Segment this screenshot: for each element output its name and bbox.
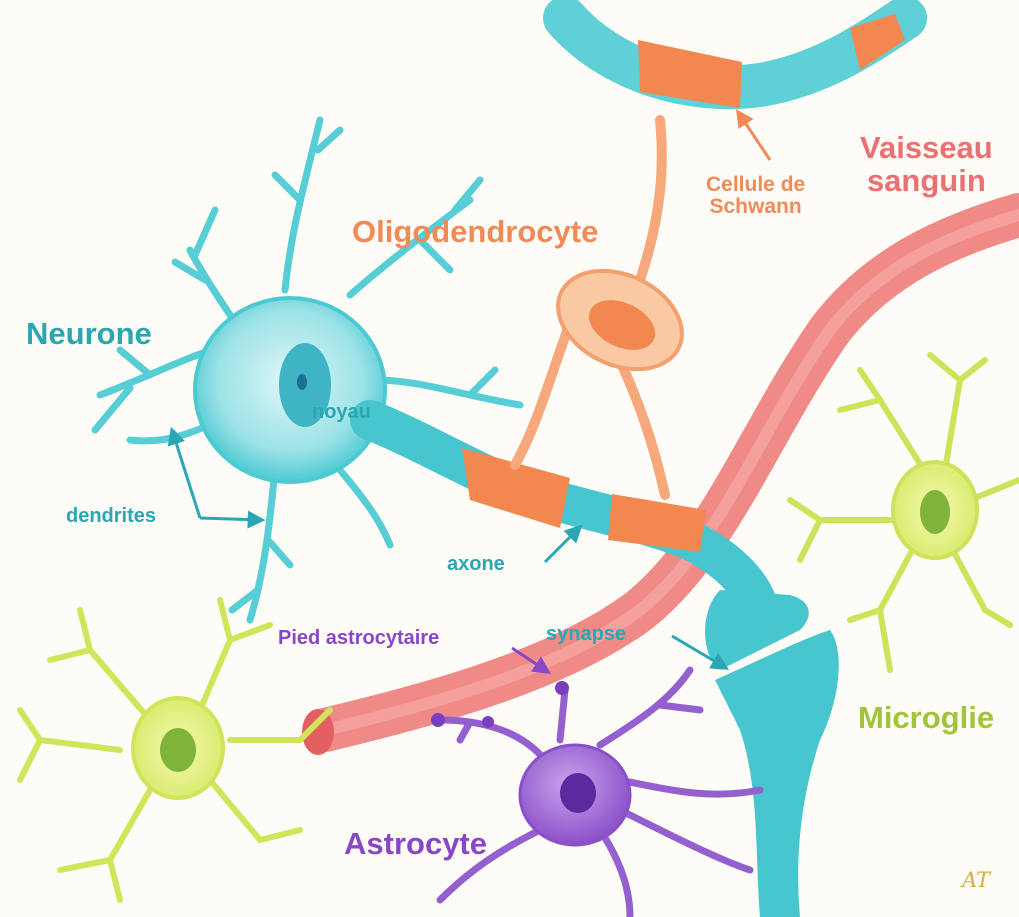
microglia-left-nucleus — [160, 728, 196, 772]
astrocyte-nucleus — [560, 773, 596, 813]
label-vaisseau-line1: Vaisseau — [860, 132, 993, 165]
microglia-right-nucleus — [920, 490, 950, 534]
upper-axon — [565, 14, 905, 108]
label-cellule-de-schwann: Cellule de Schwann — [706, 174, 805, 218]
label-astrocyte: Astrocyte — [344, 828, 487, 861]
postsynaptic-neuron — [715, 630, 839, 917]
label-dendrites: dendrites — [66, 506, 156, 527]
label-oligodendrocyte: Oligodendrocyte — [352, 216, 598, 249]
myelin-segment-2 — [608, 494, 706, 552]
label-microglie: Microglie — [858, 702, 994, 735]
artist-signature: AT — [962, 868, 990, 892]
label-axone: axone — [447, 554, 505, 575]
label-vaisseau-sanguin: Vaisseau sanguin — [860, 132, 993, 197]
label-vaisseau-line2: sanguin — [860, 165, 993, 198]
microglia-cell-right — [790, 355, 1019, 670]
label-schwann-line2: Schwann — [706, 196, 805, 218]
label-pied-astrocytaire: Pied astrocytaire — [278, 628, 439, 649]
label-synapse: synapse — [546, 624, 626, 645]
label-neurone: Neurone — [26, 318, 152, 351]
arrow-schwann — [738, 112, 770, 160]
arrow-axone — [545, 527, 580, 562]
label-schwann-line1: Cellule de — [706, 174, 805, 196]
arrow-dendrites-up — [172, 430, 200, 518]
neuron-cell — [195, 298, 385, 482]
label-noyau: noyau — [312, 402, 371, 423]
oligodendrocyte-cell — [515, 120, 698, 495]
arrow-dendrites-right — [200, 518, 262, 520]
